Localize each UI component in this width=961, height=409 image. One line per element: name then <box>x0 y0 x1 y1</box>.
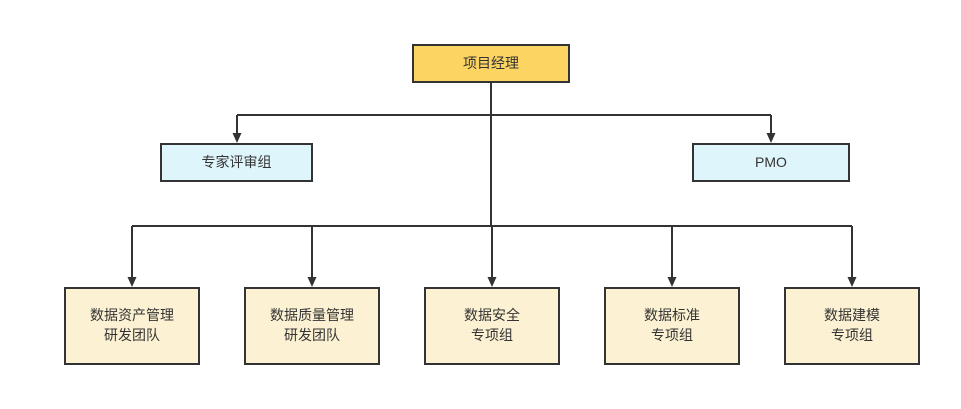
arrowhead-team-standard <box>667 277 677 287</box>
node-data-asset-management-team: 数据资产管理 研发团队 <box>64 287 200 365</box>
arrowhead-expert <box>232 133 242 143</box>
arrowhead-team-security <box>487 277 497 287</box>
node-data-modeling-group: 数据建模 专项组 <box>784 287 920 365</box>
arrowhead-team-asset <box>127 277 137 287</box>
node-data-quality-management-team: 数据质量管理 研发团队 <box>244 287 380 365</box>
node-data-security-group: 数据安全 专项组 <box>424 287 560 365</box>
arrowhead-team-modeling <box>847 277 857 287</box>
node-pmo: PMO <box>692 143 850 182</box>
node-expert-review-group: 专家评审组 <box>160 143 313 182</box>
node-project-manager: 项目经理 <box>412 44 570 83</box>
arrowhead-pmo <box>766 133 776 143</box>
node-data-standards-group: 数据标准 专项组 <box>604 287 740 365</box>
arrowhead-team-quality <box>307 277 317 287</box>
